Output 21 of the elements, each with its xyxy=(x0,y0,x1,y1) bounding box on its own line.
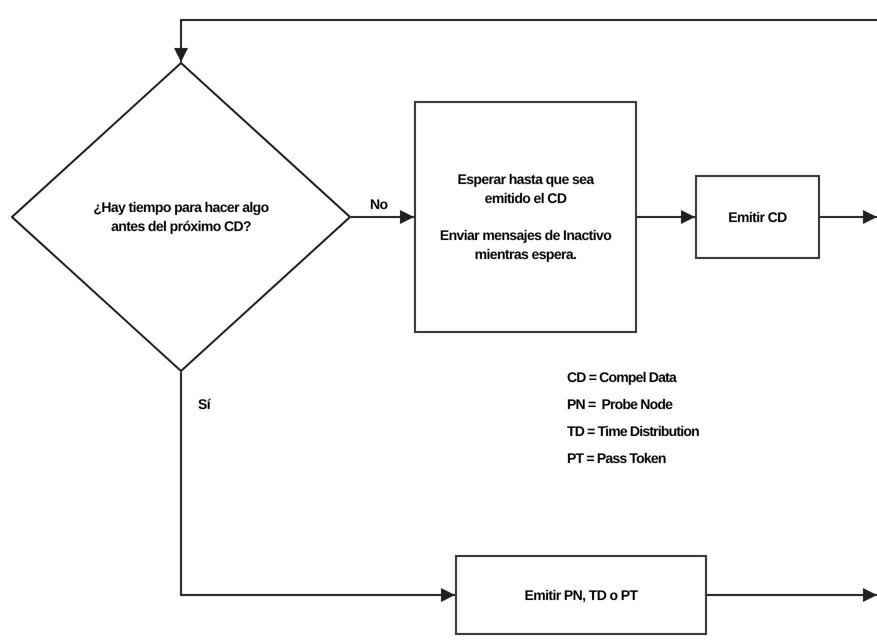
edge-label: No xyxy=(368,196,390,212)
arrow xyxy=(174,19,877,62)
arrow xyxy=(180,372,455,602)
process-box xyxy=(695,175,820,259)
node-text: Emitir PN, TD o PT xyxy=(524,586,638,604)
abbreviation-note: PN = Probe Node xyxy=(567,397,672,411)
edge-label: Sí xyxy=(196,396,212,412)
node-text: Enviar mensajes de Inactivo mientras espera. xyxy=(438,226,612,264)
node-text: Emitir CD xyxy=(728,208,787,226)
arrow xyxy=(820,210,877,224)
arrow xyxy=(637,210,695,224)
abbreviation-note: PT = Pass Token xyxy=(567,451,666,465)
arrow xyxy=(351,210,414,224)
node-text: Esperar hasta que sea emitido el CD xyxy=(456,170,596,208)
process-box xyxy=(455,555,707,635)
arrow xyxy=(707,588,877,602)
decision-diamond xyxy=(11,62,351,372)
abbreviation-note: CD = Compel Data xyxy=(567,370,676,384)
abbreviation-note: TD = Time Distribution xyxy=(567,424,699,438)
process-box xyxy=(414,101,637,333)
node-text: ¿Hay tiempo para hacer algo antes del próximo CD? xyxy=(92,198,270,236)
